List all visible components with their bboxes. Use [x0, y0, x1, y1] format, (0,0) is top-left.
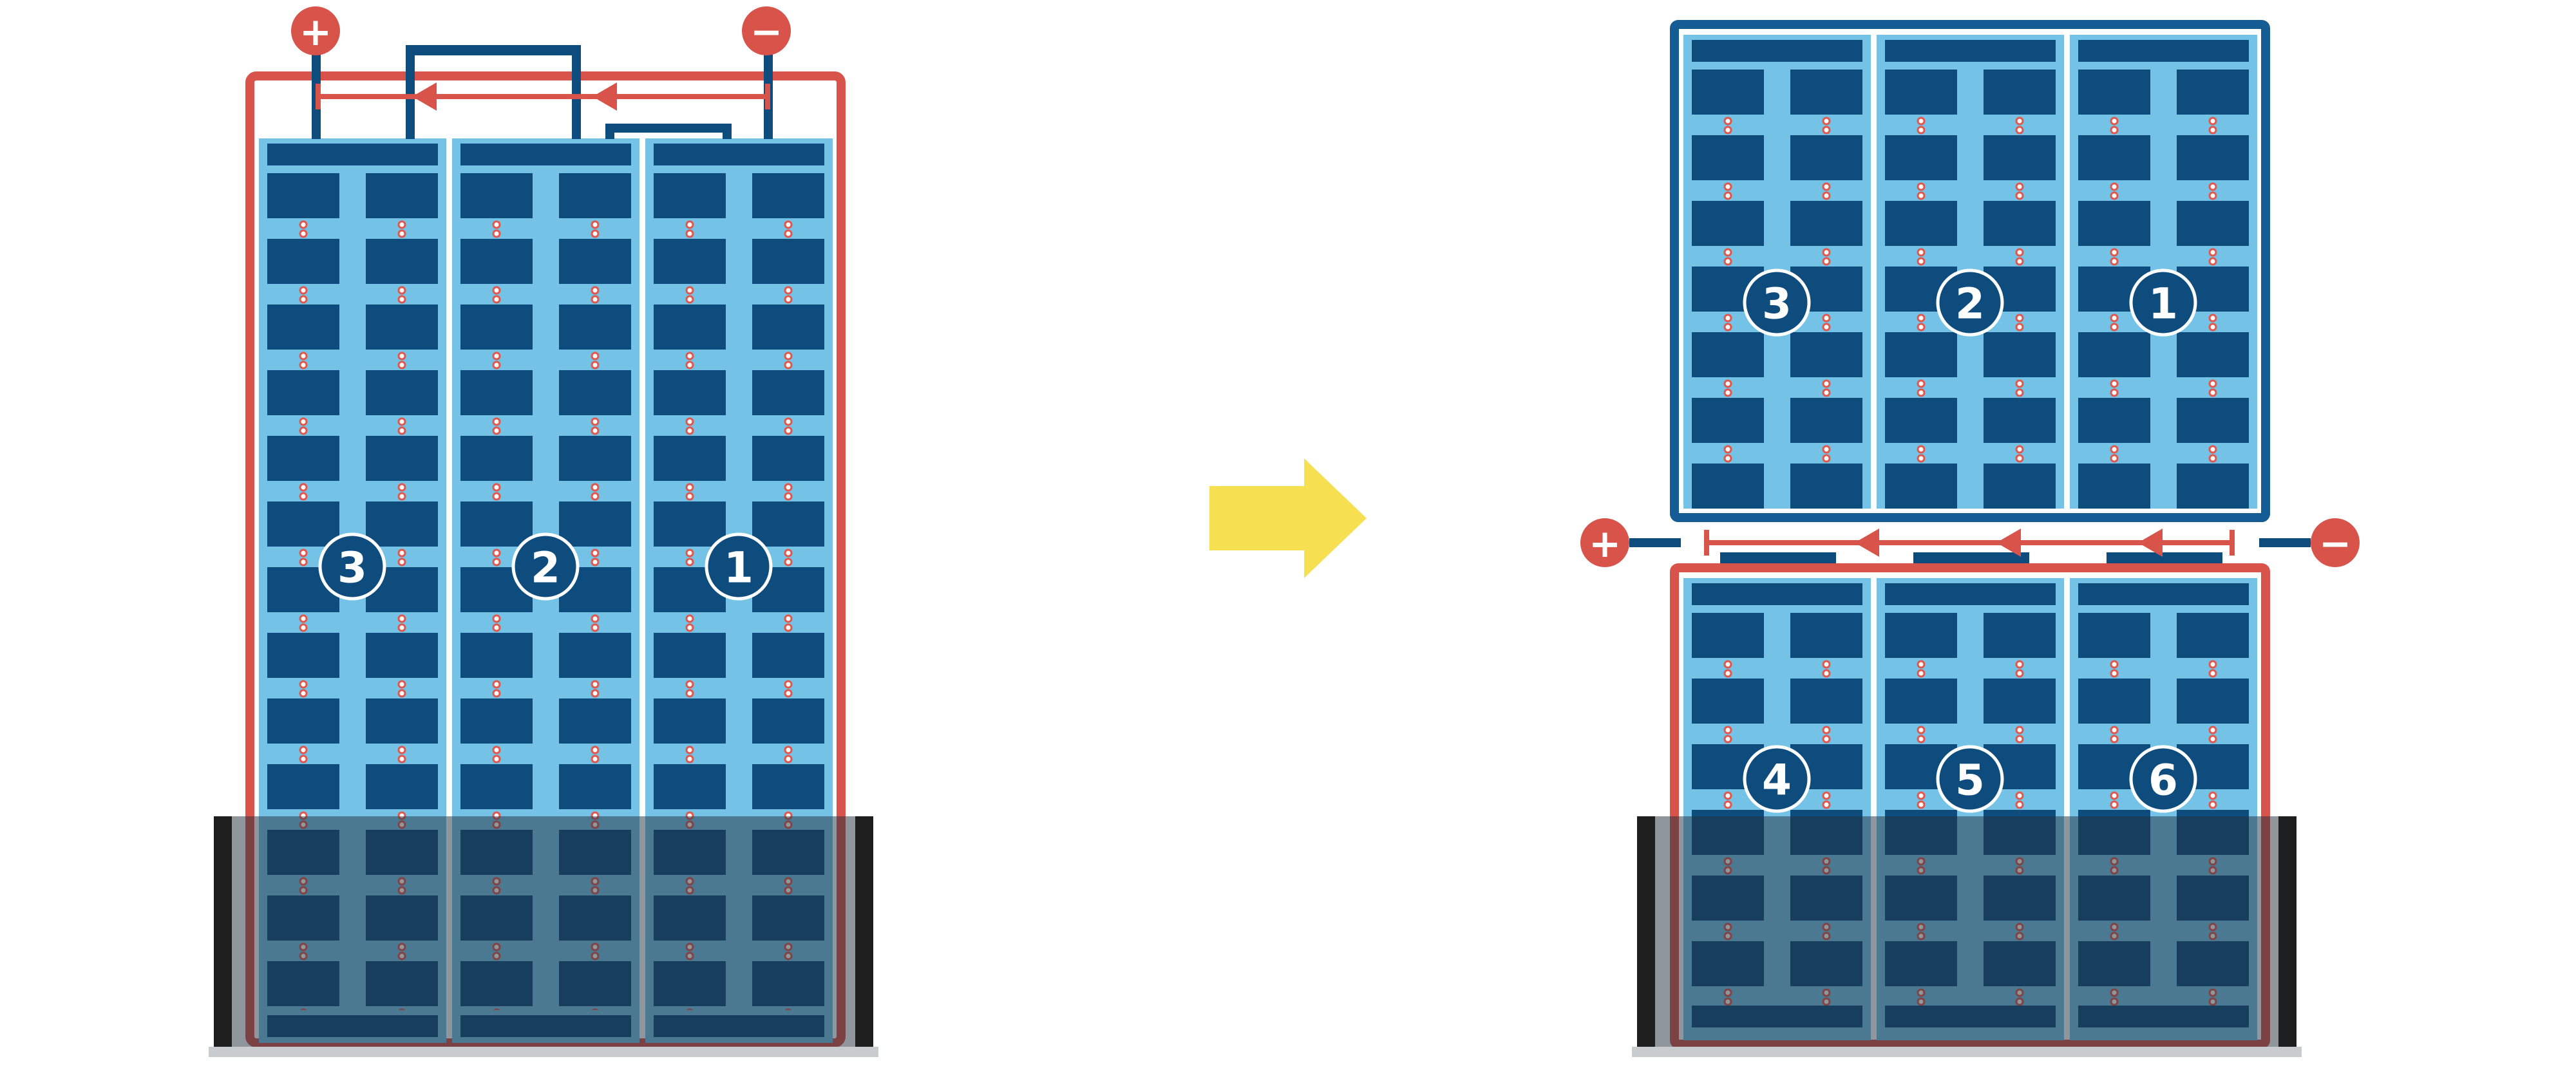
string-jumper-a [406, 45, 581, 139]
flow-arrow-icon [592, 82, 617, 111]
flow-arrow-icon [2138, 529, 2163, 557]
string-number: 6 [2148, 756, 2178, 805]
string-number-badge: 4 [1743, 745, 1811, 813]
string-top-bridge [1692, 40, 1862, 62]
right-current-flow-line [1704, 529, 2235, 557]
right-top-string-column-3 [1683, 35, 1871, 509]
transform-arrow-icon [1209, 458, 1367, 578]
plus-icon: + [1589, 521, 1621, 567]
string-number-badge: 3 [318, 532, 386, 601]
string-number: 5 [1955, 756, 1985, 805]
positive-lead-wire [1629, 538, 1681, 547]
string-jumper-b [605, 124, 732, 139]
shade-bar-left [1637, 816, 1655, 1047]
left-diagram: 3 2 1 + − [209, 6, 878, 1057]
right-top-blue-frame [1670, 20, 2270, 522]
flow-arrow-icon [1996, 529, 2021, 557]
shade-overlay [1637, 816, 2297, 1047]
right-diagram: 3 2 1 + [1580, 20, 2360, 1057]
string-top-bridge [1692, 583, 1862, 605]
string-number: 1 [724, 543, 753, 593]
shade-bar-right [855, 816, 873, 1047]
plus-icon: + [299, 10, 332, 55]
minus-icon: − [2319, 521, 2351, 567]
shade-bar-left [214, 816, 232, 1047]
shade-overlay [214, 816, 873, 1047]
string-number: 4 [1762, 756, 1792, 805]
negative-terminal: − [2311, 518, 2360, 567]
string-top-bridge [1885, 583, 2056, 605]
string-number-badge: 6 [2129, 745, 2197, 813]
negative-lead-wire [2259, 538, 2311, 547]
string-number: 2 [1955, 279, 1985, 329]
string-number-badge: 5 [1936, 745, 2004, 813]
flow-arrow-icon [1855, 529, 1879, 557]
positive-terminal: + [1580, 518, 1629, 567]
string-number-badge: 1 [2129, 268, 2197, 337]
string-top-bridge [654, 144, 824, 165]
string-number: 3 [1762, 279, 1792, 329]
string-top-bridge [460, 144, 631, 165]
string-number: 3 [337, 543, 367, 593]
minus-icon: − [750, 10, 782, 55]
negative-terminal: − [742, 6, 791, 55]
half-jumper-bars [1720, 552, 2222, 564]
string-top-bridge [2078, 583, 2249, 605]
string-number-badge: 3 [1743, 268, 1811, 337]
ground-line [209, 1047, 878, 1057]
left-current-flow-line [316, 82, 770, 111]
string-top-bridge [267, 144, 438, 165]
flow-arrow-icon [412, 82, 437, 111]
string-top-bridge [2078, 40, 2249, 62]
shade-bar-right [2278, 816, 2297, 1047]
ground-line [1632, 1047, 2302, 1057]
string-number: 2 [531, 543, 560, 593]
string-number-badge: 2 [1936, 268, 2004, 337]
string-number-badge: 1 [705, 532, 773, 601]
positive-terminal: + [291, 6, 340, 55]
string-number: 1 [2148, 279, 2178, 329]
string-top-bridge [1885, 40, 2056, 62]
string-number-badge: 2 [511, 532, 580, 601]
